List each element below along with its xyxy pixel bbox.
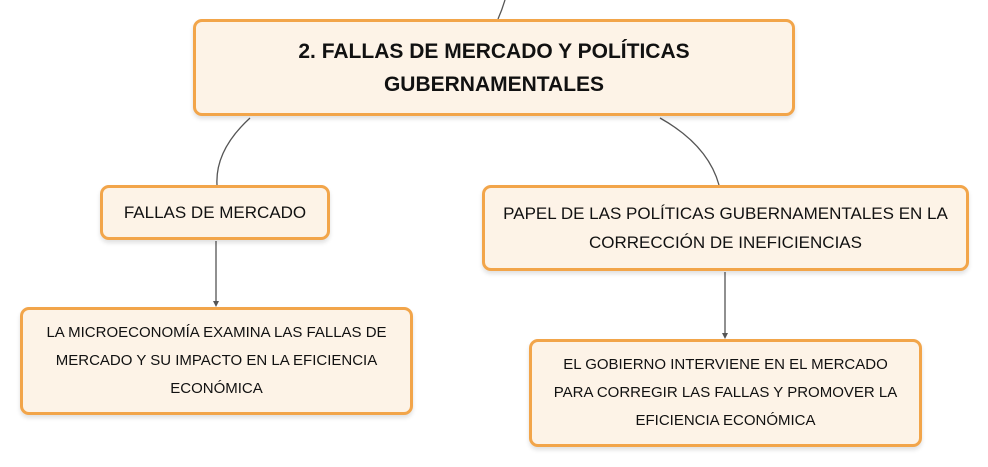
node-fallas-de-mercado[interactable]: FALLAS DE MERCADO xyxy=(100,185,330,240)
node-fallas-de-mercado-label: FALLAS DE MERCADO xyxy=(123,202,307,222)
root-topic-label: 2. FALLAS DE MERCADO Y POLÍTICAS GUBERNA… xyxy=(298,39,690,96)
connector-root-to-papel xyxy=(659,117,720,186)
node-microeconomia-label: LA MICROECONOMÍA EXAMINA LAS FALLAS DE M… xyxy=(46,324,387,397)
node-papel-politicas-label: PAPEL DE LAS POLÍTICAS GUBERNAMENTALES E… xyxy=(503,204,948,252)
node-papel-politicas[interactable]: PAPEL DE LAS POLÍTICAS GUBERNAMENTALES E… xyxy=(482,185,969,271)
arrowhead-gobierno xyxy=(722,333,728,339)
node-gobierno-interviene-label: EL GOBIERNO INTERVIENE EN EL MERCADO PAR… xyxy=(553,356,898,429)
node-microeconomia[interactable]: LA MICROECONOMÍA EXAMINA LAS FALLAS DE M… xyxy=(20,307,413,415)
root-topic-node[interactable]: 2. FALLAS DE MERCADO Y POLÍTICAS GUBERNA… xyxy=(193,19,795,116)
connector-from-parent xyxy=(497,0,506,20)
node-gobierno-interviene[interactable]: EL GOBIERNO INTERVIENE EN EL MERCADO PAR… xyxy=(529,339,922,447)
connector-root-to-fallas xyxy=(216,117,251,186)
arrowhead-microeconomia xyxy=(213,301,219,307)
